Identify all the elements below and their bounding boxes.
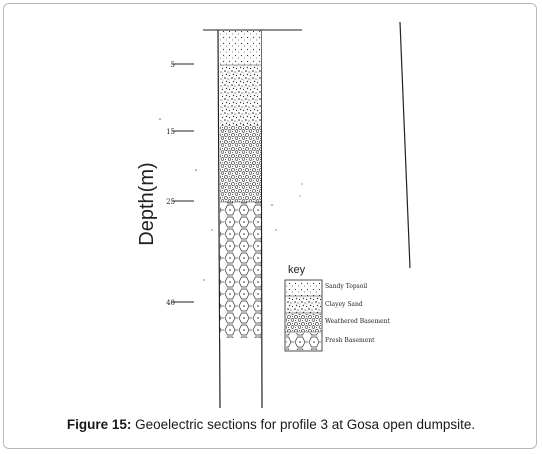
legend: key Sandy Topsoil Clayey Sand Weathered … bbox=[284, 264, 391, 352]
legend-swatch-clayey-sand bbox=[286, 297, 321, 313]
layer-sandy-topsoil bbox=[220, 31, 261, 65]
legend-swatch-fresh-basement bbox=[286, 333, 321, 350]
scan-noise bbox=[159, 118, 303, 281]
layer-fresh-basement bbox=[220, 202, 261, 338]
borehole-column bbox=[203, 29, 302, 409]
tick-label-25: 25 bbox=[166, 198, 175, 206]
caption-text: Geoelectric sections for profile 3 at Go… bbox=[131, 417, 476, 432]
tick-label-5: 5 bbox=[171, 61, 175, 69]
legend-swatch-sandy-topsoil bbox=[286, 281, 321, 296]
layer-weathered-basement bbox=[220, 125, 261, 202]
figure-caption: Figure 15: Geoelectric sections for prof… bbox=[0, 417, 542, 432]
caption-label: Figure 15: bbox=[66, 417, 132, 432]
tick-label-40: 40 bbox=[166, 299, 175, 307]
legend-box bbox=[284, 279, 323, 352]
legend-label-sandy-topsoil: Sandy Topsoil bbox=[325, 283, 367, 290]
y-axis-label: Depth(m) bbox=[136, 162, 158, 245]
legend-label-weathered-basement: Weathered Basement bbox=[325, 318, 391, 325]
column-right-edge bbox=[260, 29, 263, 409]
legend-swatch-weathered-basement bbox=[286, 314, 321, 332]
layer-clayey-sand bbox=[220, 65, 261, 125]
right-border-line bbox=[399, 21, 411, 269]
depth-ticks: 5 15 25 40 bbox=[166, 61, 194, 307]
legend-label-clayey-sand: Clayey Sand bbox=[325, 301, 363, 308]
tick-label-15: 15 bbox=[166, 128, 175, 136]
column-left-edge bbox=[217, 29, 221, 409]
legend-label-fresh-basement: Fresh Basement bbox=[325, 337, 375, 344]
figure-panel bbox=[3, 3, 537, 449]
legend-title: key bbox=[288, 264, 306, 276]
